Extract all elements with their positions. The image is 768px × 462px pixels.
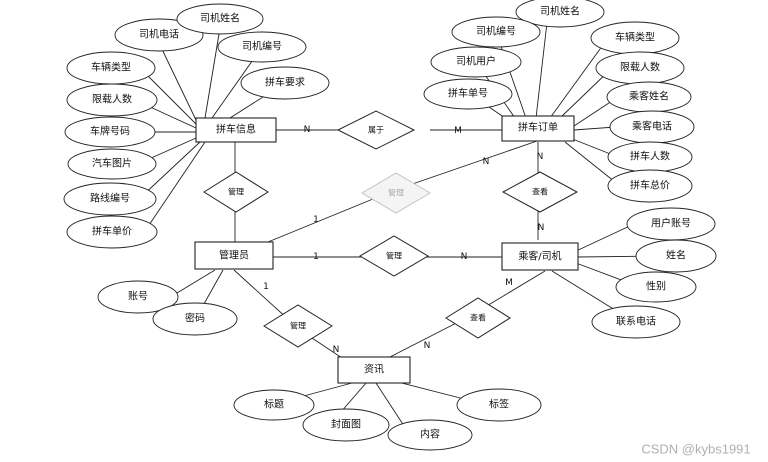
entity-boxes <box>194 115 579 384</box>
attr-label: 司机姓名 <box>540 5 580 18</box>
relation-label-belongs: 属于 <box>368 126 384 135</box>
cardinality-label: N <box>461 252 468 262</box>
attr-label: 拼车单号 <box>448 87 488 100</box>
attr-label: 司机用户 <box>456 55 496 68</box>
entity-box-passenger <box>501 242 579 271</box>
cardinality-label: M <box>454 126 462 136</box>
relation-label-admin-order: 管理 <box>388 188 404 198</box>
cardinality-label: N <box>483 157 490 167</box>
entity-box-pinche-info <box>195 117 277 143</box>
attr-label: 联系电话 <box>616 315 656 328</box>
entity-box-admin <box>194 241 274 270</box>
cardinality-label: M <box>505 278 513 288</box>
entity-pinche-info: 拼车信息 <box>216 123 256 136</box>
entity-passenger: 乘客/司机 <box>518 250 561 263</box>
entity-box-pinche-order <box>501 115 575 142</box>
relation-label-order-passenger: 查看 <box>532 187 548 197</box>
cardinality-label: N <box>333 345 340 355</box>
attr-label: 封面图 <box>331 418 361 431</box>
cardinality-label: N <box>538 223 545 233</box>
relation-label-admin-info: 管理 <box>228 187 244 197</box>
entity-news: 资讯 <box>364 364 384 376</box>
cardinality-label: 1 <box>263 282 269 292</box>
attr-label: 密码 <box>185 312 205 325</box>
entity-pinche-order: 拼车订单 <box>518 121 558 134</box>
attr-label: 路线编号 <box>90 192 130 205</box>
relation-belongs <box>336 110 416 150</box>
cardinality-label: 1 <box>313 215 319 225</box>
attr-label: 车牌号码 <box>90 125 130 138</box>
cardinality-label: N <box>304 125 311 135</box>
relation-order-passenger <box>501 171 579 213</box>
attribute-ellipses <box>63 0 717 451</box>
attr-label: 内容 <box>420 428 440 441</box>
attr-label: 姓名 <box>666 249 686 262</box>
watermark-text: CSDN @kybs1991 <box>641 442 750 457</box>
attr-label: 限载人数 <box>620 61 660 74</box>
attr-label: 司机姓名 <box>200 12 240 25</box>
attr-label: 账号 <box>128 291 148 303</box>
attr-label: 车辆类型 <box>91 61 131 74</box>
attr-label: 限载人数 <box>92 93 132 106</box>
attr-label: 拼车总价 <box>630 179 670 192</box>
relation-label-admin-news: 管理 <box>290 321 306 331</box>
attr-label: 汽车图片 <box>92 157 132 170</box>
attr-label: 拼车要求 <box>265 76 305 89</box>
attr-label: 拼车单价 <box>92 225 132 238</box>
attr-label: 司机编号 <box>476 25 516 38</box>
entity-admin: 管理员 <box>219 249 249 262</box>
attr-label: 拼车人数 <box>630 150 670 163</box>
attr-label: 乘客姓名 <box>629 90 669 103</box>
relation-admin-passenger <box>359 235 429 277</box>
attr-label: 司机电话 <box>139 28 179 41</box>
relation-label-passenger-news: 查看 <box>470 313 486 323</box>
attr-label: 车辆类型 <box>615 31 655 44</box>
attr-label: 标签 <box>489 398 509 411</box>
cardinality-label: N <box>537 152 544 162</box>
attr-label: 性别 <box>646 280 666 293</box>
attr-label: 司机编号 <box>242 40 282 53</box>
relation-passenger-news <box>445 297 511 339</box>
cardinality-label: N <box>424 341 431 351</box>
relation-label-admin-passenger: 管理 <box>386 251 402 261</box>
relation-admin-info <box>203 171 269 213</box>
attr-label: 用户账号 <box>651 217 691 230</box>
relation-admin-news <box>263 304 333 348</box>
relationship-diamonds <box>203 110 579 348</box>
cardinality-label: 1 <box>313 252 319 262</box>
attr-label: 标题 <box>264 399 284 411</box>
entity-box-news <box>337 356 411 384</box>
attr-label: 乘客电话 <box>632 120 672 133</box>
relation-admin-order <box>361 172 431 214</box>
